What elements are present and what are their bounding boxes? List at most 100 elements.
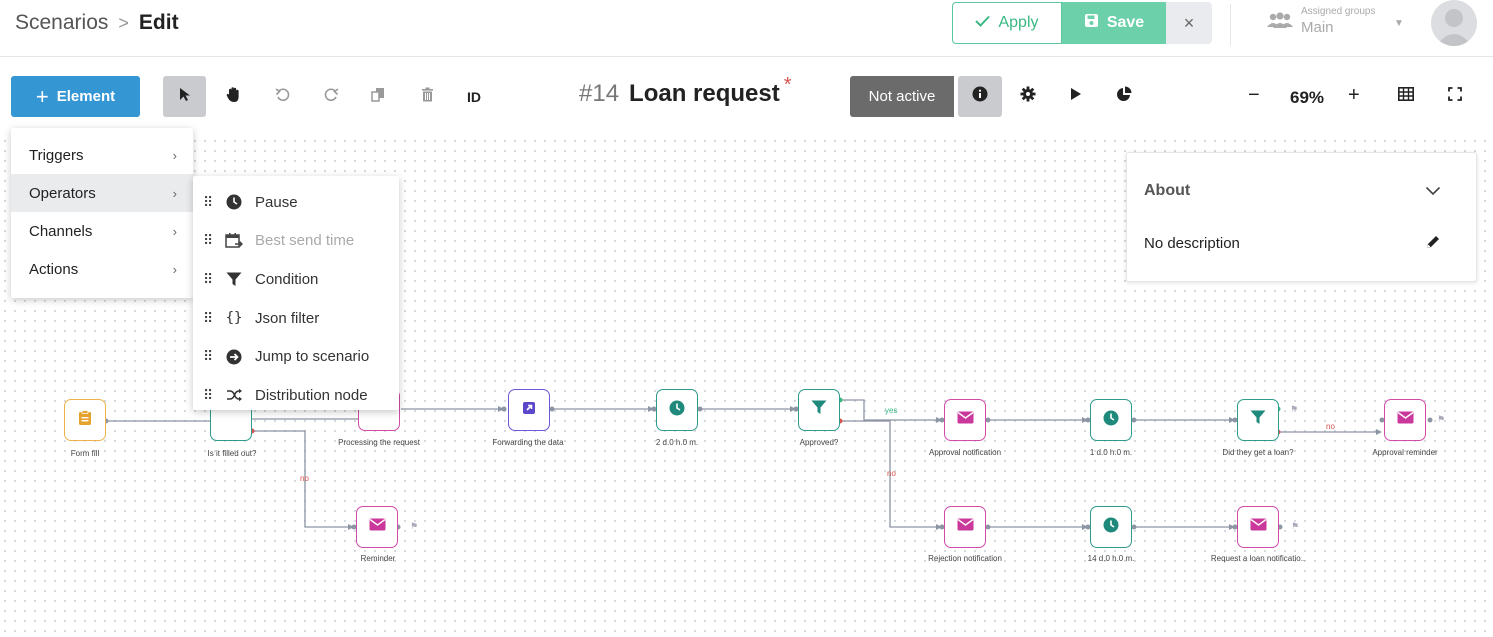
unsaved-indicator: *: [783, 74, 792, 96]
expand-icon: [1448, 87, 1462, 106]
operator-distribution-node[interactable]: ⠿ Distribution node: [193, 376, 399, 415]
menu-item-actions[interactable]: Actions ›: [11, 250, 193, 288]
undo-button[interactable]: [262, 76, 302, 117]
about-title: About: [1144, 182, 1191, 199]
operator-pause[interactable]: ⠿ Pause: [193, 183, 399, 222]
assigned-groups-select[interactable]: Assigned groups Main ▼: [1266, 4, 1416, 44]
node-label: 1 d.0 h.0 m.: [1089, 448, 1133, 457]
grid-toggle-button[interactable]: [1386, 76, 1426, 117]
shuffle-icon: [225, 386, 243, 404]
node-forwarding-data[interactable]: [508, 389, 550, 431]
chevron-down-icon[interactable]: [1425, 183, 1441, 201]
pencil-icon[interactable]: [1425, 234, 1441, 255]
menu-item-label: Triggers: [29, 146, 84, 164]
settings-button[interactable]: [1008, 76, 1048, 117]
flag-icon: ⚑: [1291, 521, 1300, 531]
node-label: Approval reminder: [1372, 448, 1438, 457]
chevron-right-icon: ›: [172, 185, 177, 201]
chevron-right-icon: ›: [172, 147, 177, 163]
delete-button[interactable]: [407, 76, 447, 117]
chevron-right-icon: ›: [172, 223, 177, 239]
menu-item-triggers[interactable]: Triggers ›: [11, 136, 193, 174]
copy-button[interactable]: [358, 76, 398, 117]
pointer-tool-button[interactable]: [163, 76, 206, 117]
menu-item-operators[interactable]: Operators ›: [11, 174, 193, 212]
node-reminder[interactable]: [356, 506, 398, 548]
show-id-button[interactable]: ID: [467, 88, 481, 105]
node-label: Forwarding the data: [492, 438, 564, 447]
floppy-icon: [1084, 13, 1099, 33]
node-label: Is it filled out?: [207, 449, 257, 458]
scenario-name[interactable]: Loan request: [629, 80, 780, 107]
braces-icon: {}: [225, 310, 243, 327]
node-form-fill[interactable]: [64, 399, 106, 441]
check-icon: [975, 14, 991, 32]
fullscreen-button[interactable]: [1435, 76, 1475, 117]
operator-jump-to-scenario[interactable]: ⠿ Jump to scenario: [193, 337, 399, 376]
filter-icon: [1250, 410, 1266, 430]
pan-tool-button[interactable]: [214, 76, 254, 117]
flag-icon: ⚑: [410, 521, 419, 531]
node-approval-notification[interactable]: [944, 399, 986, 441]
node-approved-condition[interactable]: [798, 389, 840, 431]
chevron-right-icon: ›: [172, 261, 177, 277]
clock-icon: [1103, 410, 1119, 431]
redo-button[interactable]: [311, 76, 351, 117]
envelope-icon: [957, 411, 974, 429]
flag-icon: ⚑: [1437, 414, 1446, 424]
node-pause-14d[interactable]: [1090, 506, 1132, 548]
drag-handle-icon[interactable]: ⠿: [203, 348, 213, 365]
drag-handle-icon[interactable]: ⠿: [203, 232, 213, 249]
breadcrumb-scenarios[interactable]: Scenarios: [15, 11, 109, 34]
edge-label-no: no: [300, 474, 309, 483]
menu-item-channels[interactable]: Channels ›: [11, 212, 193, 250]
drag-handle-icon[interactable]: ⠿: [203, 193, 213, 210]
header-divider: [1230, 4, 1231, 46]
statistics-button[interactable]: [1104, 76, 1144, 117]
menu-item-label: Operators: [29, 184, 96, 202]
edge-label-no: no: [1326, 422, 1335, 431]
operator-condition[interactable]: ⠿ Condition: [193, 260, 399, 299]
node-label: Did they get a loan?: [1222, 448, 1294, 457]
run-button[interactable]: [1056, 76, 1096, 117]
filter-icon: [225, 270, 243, 288]
info-button[interactable]: [958, 76, 1002, 117]
gear-icon: [1020, 86, 1036, 107]
node-pause-2d[interactable]: [656, 389, 698, 431]
operator-best-send-time[interactable]: ⠿ Best send time: [193, 222, 399, 261]
grid-icon: [1398, 87, 1414, 106]
apply-button[interactable]: Apply: [952, 2, 1062, 44]
node-label: Request a loan notificatio..: [1210, 554, 1306, 563]
drag-handle-icon[interactable]: ⠿: [203, 309, 213, 326]
operator-json-filter[interactable]: ⠿ {} Json filter: [193, 299, 399, 338]
clock-icon: [1103, 517, 1119, 538]
apply-label: Apply: [998, 14, 1039, 31]
status-toggle-button[interactable]: Not active: [850, 76, 954, 117]
breadcrumb-current: Edit: [138, 11, 179, 34]
node-approval-reminder[interactable]: [1384, 399, 1426, 441]
undo-icon: [275, 87, 290, 107]
add-element-button[interactable]: + Element: [11, 76, 140, 117]
calendar-icon: [225, 232, 243, 250]
zoom-in-button[interactable]: +: [1348, 84, 1360, 106]
node-pause-1d[interactable]: [1090, 399, 1132, 441]
plus-icon: +: [35, 83, 49, 109]
menu-item-label: Actions: [29, 260, 79, 278]
cursor-icon: [179, 87, 191, 107]
drag-handle-icon[interactable]: ⠿: [203, 386, 213, 403]
envelope-icon: [1397, 411, 1414, 429]
node-rejection-notification[interactable]: [944, 506, 986, 548]
node-label: Approval notification: [928, 448, 1002, 457]
node-request-loan-notification[interactable]: [1237, 506, 1279, 548]
assigned-groups-label: Assigned groups: [1301, 6, 1376, 17]
save-button[interactable]: Save: [1062, 2, 1166, 44]
drag-handle-icon[interactable]: ⠿: [203, 270, 213, 287]
envelope-icon: [957, 518, 974, 536]
arrow-circle-icon: [225, 348, 243, 366]
info-icon: [972, 86, 988, 107]
close-button[interactable]: ×: [1166, 2, 1212, 44]
clipboard-icon: [78, 409, 92, 431]
node-did-they-get-loan[interactable]: [1237, 399, 1279, 441]
zoom-out-button[interactable]: −: [1248, 84, 1260, 106]
avatar[interactable]: [1431, 0, 1477, 46]
